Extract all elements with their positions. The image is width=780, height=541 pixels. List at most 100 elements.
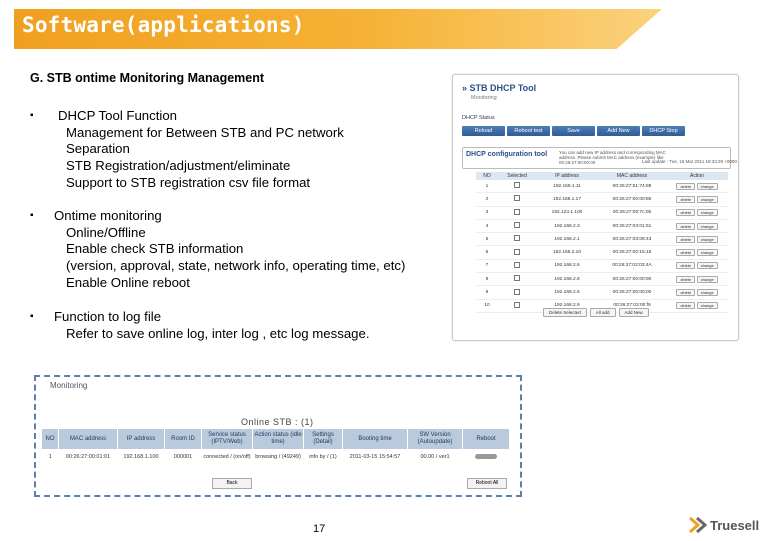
all-add-button[interactable]: All add (589, 308, 616, 317)
delete-button[interactable]: delete (676, 182, 696, 190)
row-number: 6 (476, 245, 498, 260)
online-stb-count: Online STB : (1) (241, 417, 314, 427)
reboot-test-button[interactable]: Reboot test (507, 126, 550, 136)
column-header: Action status (idle time) (252, 429, 304, 449)
back-button[interactable]: Back (212, 478, 252, 489)
change-button[interactable]: change (696, 302, 718, 310)
mac-address-cell: 00:26:27:00:00:90 (598, 272, 666, 287)
table-row: 1 00:26:27:00:01:01 192.168.1.100 000001… (42, 449, 510, 465)
change-button[interactable]: change (696, 249, 718, 257)
change-button[interactable]: change (696, 235, 718, 243)
action-cell: delete change (666, 206, 728, 220)
monitoring-label: Monitoring (50, 381, 88, 390)
selected-cell (498, 299, 536, 313)
row-number: 4 (476, 219, 498, 234)
column-header: Reboot (462, 429, 510, 449)
section-heading: G. STB ontime Monitoring Management (30, 71, 265, 85)
truesell-logo: Truesell (688, 514, 772, 536)
delete-button[interactable]: delete (676, 275, 696, 283)
delete-button[interactable]: delete (676, 262, 696, 270)
select-checkbox[interactable] (514, 222, 520, 229)
dhcp-footer-buttons: Delete Selected All add Add New (543, 308, 649, 317)
change-button[interactable]: change (696, 262, 718, 270)
settings-detail-link[interactable]: info by / (1) (309, 454, 337, 460)
select-checkbox[interactable] (514, 301, 520, 308)
select-checkbox[interactable] (514, 248, 520, 255)
bullet-sub-text: (version, approval, state, network info,… (66, 258, 406, 274)
delete-selected-button[interactable]: Delete Selected (543, 308, 587, 317)
ip-address-cell: 192.168.1.11 (536, 180, 598, 194)
delete-button[interactable]: delete (676, 302, 696, 310)
bullet-sub-text: Support to STB registration csv file for… (66, 174, 311, 190)
row-number: 7 (476, 259, 498, 274)
ip-address-cell: 192.168.2.6 (536, 259, 598, 274)
column-header: MAC address (58, 429, 118, 449)
select-checkbox[interactable] (514, 208, 520, 215)
select-checkbox[interactable] (514, 288, 520, 295)
selected-cell (498, 206, 536, 220)
dhcp-tool-subtitle[interactable]: Monitoring (471, 95, 497, 101)
bullet-sub-text: Management for Between STB and PC networ… (66, 124, 344, 140)
bullet-sub-text: STB Registration/adjustment/eliminate (66, 158, 291, 174)
delete-button[interactable]: delete (676, 195, 696, 203)
ip-address-cell: 192.168.1.17 (536, 192, 598, 207)
mac-address-cell: 00:26:27:00:00:00 (598, 285, 666, 300)
row-number: 2 (476, 192, 498, 207)
action-cell: delete change (666, 219, 728, 234)
change-button[interactable]: change (696, 209, 718, 217)
change-button[interactable]: change (696, 289, 718, 297)
selected-cell (498, 192, 536, 207)
select-checkbox[interactable] (514, 235, 520, 242)
booting-time-cell: 2011-03-15 15:54:57 (349, 454, 401, 460)
select-checkbox[interactable] (514, 261, 520, 268)
change-button[interactable]: change (696, 275, 718, 283)
dhcp-config-box: DHCP configuration tool You can add new … (462, 147, 737, 169)
delete-button[interactable]: delete (676, 249, 696, 257)
dhcp-status-label: DHCP Status (462, 115, 495, 121)
mac-address-cell: 00:26:27:51:74:88 (598, 180, 666, 194)
monitoring-panel: Monitoring Online STB : (1) NO MAC addre… (34, 375, 522, 497)
change-button[interactable]: change (696, 182, 718, 190)
row-number: 8 (476, 272, 498, 287)
selected-cell (498, 272, 536, 287)
delete-button[interactable]: delete (676, 289, 696, 297)
change-button[interactable]: change (696, 195, 718, 203)
selected-cell (498, 180, 536, 194)
delete-button[interactable]: delete (676, 222, 696, 230)
dhcp-stop-button[interactable]: DHCP Stop (642, 126, 685, 136)
add-new-button[interactable]: Add New (597, 126, 640, 136)
service-status-cell: connected / (on/off) (203, 454, 251, 460)
truesell-logo-icon (689, 516, 708, 534)
dhcp-config-label: DHCP configuration tool (466, 151, 548, 158)
column-header: IP address (117, 429, 165, 449)
select-checkbox[interactable] (514, 182, 520, 189)
mac-address-cell: 00:26:27:00:7c:05 (598, 206, 666, 220)
row-number: 10 (476, 299, 498, 313)
bullet-sub-text: Separation (66, 141, 130, 157)
mac-address-cell: 00:26:27:00:01:01 (65, 454, 111, 460)
delete-button[interactable]: delete (676, 235, 696, 243)
select-checkbox[interactable] (514, 275, 520, 282)
delete-button[interactable]: delete (676, 209, 696, 217)
reboot-button[interactable] (475, 453, 497, 459)
bullet-main-text: DHCP Tool Function (58, 108, 177, 123)
row-number: 3 (476, 206, 498, 220)
reload-button[interactable]: Reload (462, 126, 505, 136)
action-cell: delete change (666, 192, 728, 207)
bullet-main-text: Function to log file (54, 309, 162, 324)
select-checkbox[interactable] (514, 195, 520, 202)
row-number: 1 (48, 454, 52, 460)
dhcp-tool-title: » STB DHCP Tool (462, 83, 537, 93)
reboot-all-button[interactable]: Reboot All (467, 478, 507, 489)
column-header: Room ID (164, 429, 202, 449)
dhcp-toolbar: Reload Reboot test Save Add New DHCP Sto… (462, 126, 685, 136)
column-header: Settings (Detail) (303, 429, 343, 449)
save-button[interactable]: Save (552, 126, 595, 136)
footer-add-new-button[interactable]: Add New (618, 308, 649, 317)
change-button[interactable]: change (696, 222, 718, 230)
page-number: 17 (313, 523, 326, 535)
logo-text: Truesell (710, 518, 760, 533)
